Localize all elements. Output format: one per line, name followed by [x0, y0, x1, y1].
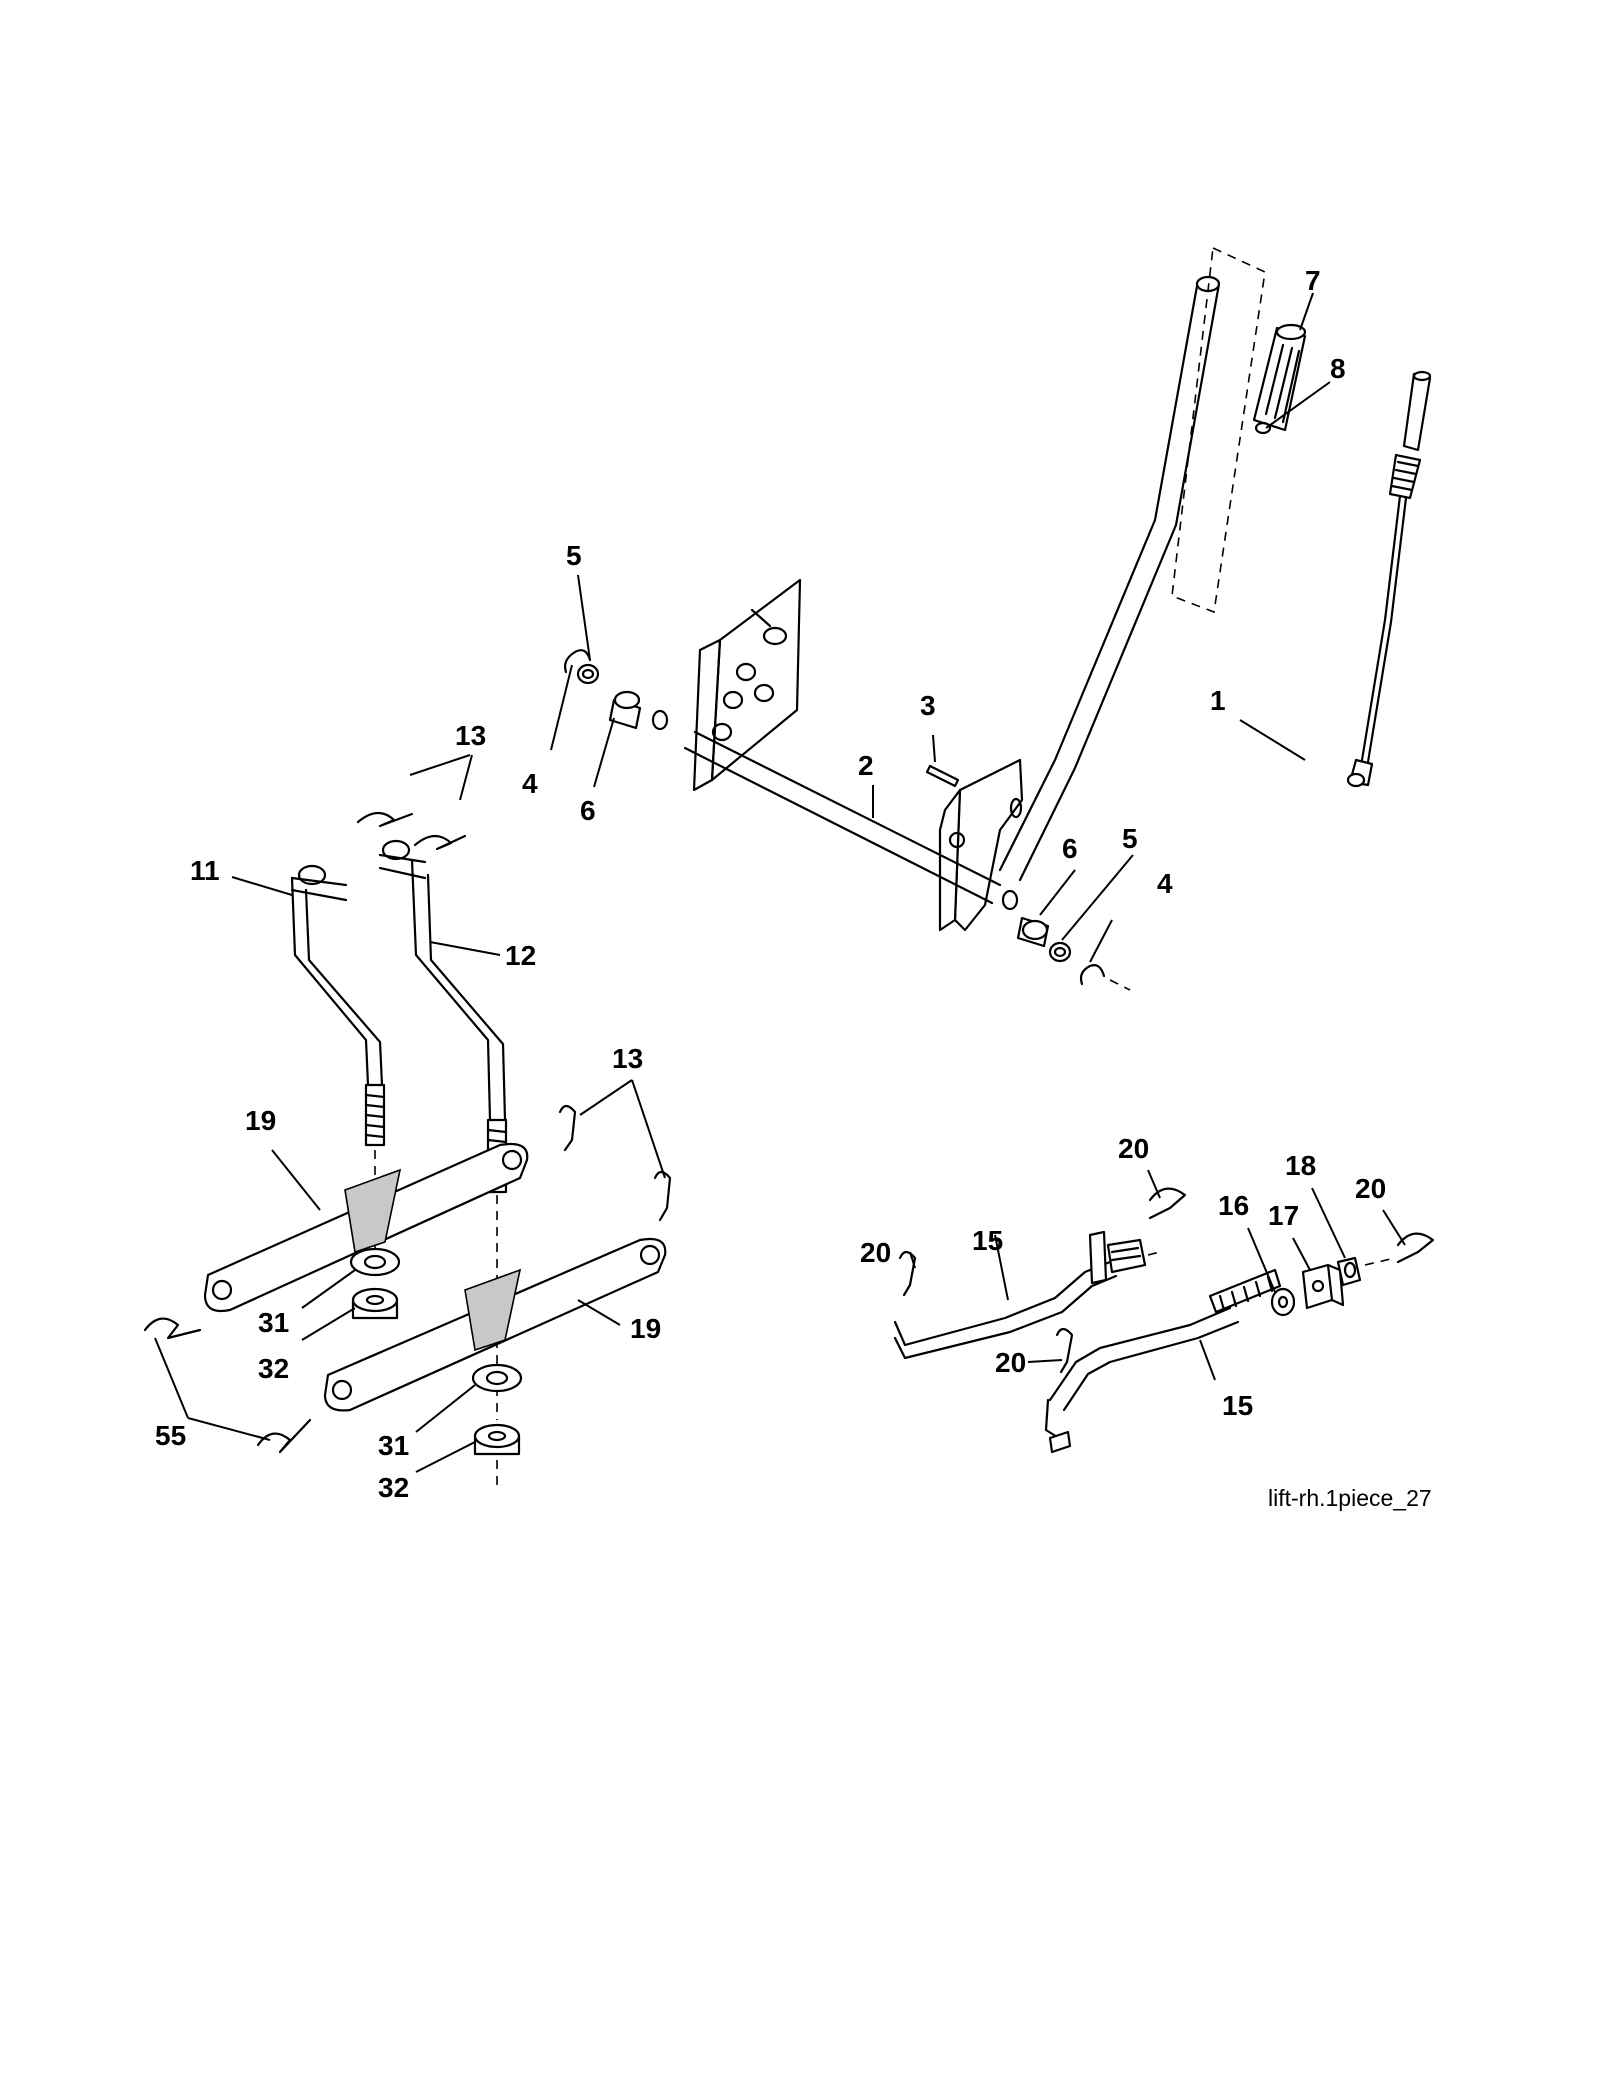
- spacer-nut-left: [349, 1247, 401, 1320]
- callout-32-lower: 32: [378, 1472, 409, 1503]
- callout-2: 2: [858, 750, 874, 781]
- callout-12: 12: [505, 940, 536, 971]
- callout-4-right: 4: [1157, 868, 1173, 899]
- callout-31-upper: 31: [258, 1307, 289, 1338]
- handle-grip: [1252, 323, 1307, 435]
- callout-20-c: 20: [860, 1237, 891, 1268]
- callout-19-lower: 19: [630, 1313, 661, 1344]
- adjust-rod-upper: [893, 1230, 1161, 1360]
- callout-16: 16: [1218, 1190, 1249, 1221]
- grip-outline-dashed: [1171, 246, 1266, 614]
- figure-reference: lift-rh.1piece_27: [1268, 1485, 1432, 1511]
- lift-arm-upper: [203, 1142, 529, 1313]
- callout-11: 11: [190, 855, 220, 886]
- lift-handle: [938, 275, 1221, 932]
- shaft-pin: [925, 764, 960, 788]
- callout-1: 1: [1210, 685, 1226, 716]
- callout-18: 18: [1285, 1150, 1316, 1181]
- callout-numbers: 1 2 3 4 4 5 5 6 6 7 8 11 12 13 13 15 15 …: [155, 265, 1386, 1503]
- callout-3: 3: [920, 690, 936, 721]
- adjust-hardware: [1270, 1256, 1396, 1317]
- callout-20-b: 20: [1355, 1173, 1386, 1204]
- lift-shaft: [651, 709, 1019, 911]
- callout-55: 55: [155, 1420, 186, 1451]
- callout-15-lower: 15: [1222, 1390, 1253, 1421]
- right-hardware: [1016, 916, 1131, 991]
- adjust-rod-lower: [1044, 1268, 1282, 1454]
- callout-8: 8: [1330, 353, 1346, 384]
- lift-cable: [1346, 370, 1432, 788]
- callout-5-right: 5: [1122, 823, 1138, 854]
- callout-13-mid: 13: [612, 1043, 643, 1074]
- hairpin-clips: [143, 811, 1435, 1454]
- lift-link-11: [290, 864, 386, 1270]
- callout-19-upper: 19: [245, 1105, 276, 1136]
- callout-17: 17: [1268, 1200, 1299, 1231]
- callout-6-right: 6: [1062, 833, 1078, 864]
- callout-32-upper: 32: [258, 1353, 289, 1384]
- left-hardware: [563, 649, 642, 730]
- leader-lines: [154, 292, 1406, 1473]
- callout-20-d: 20: [995, 1347, 1026, 1378]
- callout-6-left: 6: [580, 795, 596, 826]
- callout-5-left: 5: [566, 540, 582, 571]
- callout-20-a: 20: [1118, 1133, 1149, 1164]
- callout-4-left: 4: [522, 768, 538, 799]
- lift-arm-lower: [323, 1237, 667, 1412]
- callout-13-top: 13: [455, 720, 486, 751]
- callout-7: 7: [1305, 265, 1321, 296]
- callout-31-lower: 31: [378, 1430, 409, 1461]
- mount-plate: [692, 578, 802, 792]
- callout-15-upper: 15: [972, 1225, 1003, 1256]
- spacer-nut-right: [471, 1363, 523, 1485]
